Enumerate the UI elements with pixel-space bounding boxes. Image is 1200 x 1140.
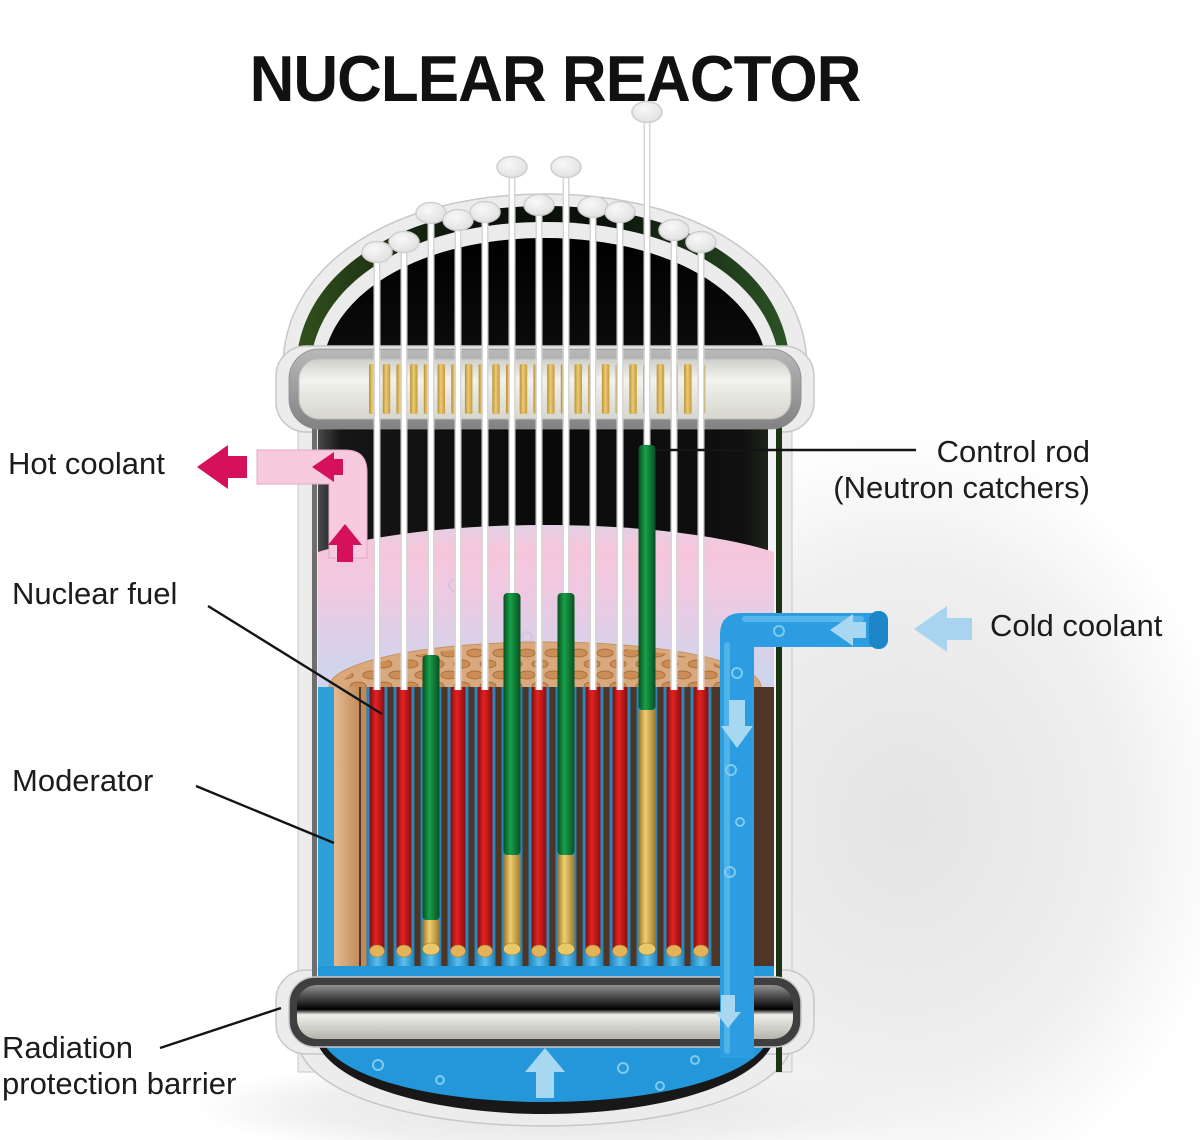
core-region [318, 687, 774, 986]
cold-coolant-pipe [715, 611, 888, 1058]
hot-coolant-pipe [256, 449, 368, 562]
label-moderator: Moderator [12, 763, 154, 798]
cold-pipe-arrow-icon [830, 614, 866, 646]
moderator-column [334, 687, 359, 966]
label-radiation-barrier: Radiation protection barrier [2, 1030, 236, 1102]
downcomer-arrow2-icon [715, 995, 741, 1028]
bottom-up-arrow-icon [525, 1048, 565, 1098]
radiation-barrier-top [288, 348, 802, 430]
leader-moderator [195, 784, 335, 845]
diagram-title: NUCLEAR REACTOR [249, 42, 862, 116]
label-hot-coolant: Hot coolant [8, 446, 165, 481]
leader-lines [159, 448, 916, 1050]
label-control-rod: Control rod (Neutron catchers) [820, 434, 1090, 506]
downcomer-arrow-icon [721, 700, 753, 748]
edge-coolant-channel [318, 687, 334, 966]
pipe-bubbles [724, 625, 785, 878]
hot-pipe-up-arrow-icon [328, 524, 362, 562]
label-nuclear-fuel: Nuclear fuel [12, 576, 178, 611]
hot-pipe-arrow-icon [312, 452, 343, 482]
leader-radiation-barrier [159, 1006, 282, 1050]
label-radiation-line1: Radiation [2, 1030, 133, 1065]
pipe-end-cap [869, 611, 888, 649]
inner-wall-left [312, 420, 317, 985]
bottom-water [316, 1040, 774, 1114]
cold-flow-arrow-icon [914, 606, 972, 652]
label-radiation-line2: protection barrier [2, 1066, 237, 1101]
fuel-rods [369, 687, 709, 958]
hot-flow-arrow-icon [197, 445, 247, 489]
water-bubbles [372, 1055, 700, 1091]
leader-nuclear-fuel [207, 604, 383, 716]
label-control-rod-line1: Control rod [936, 434, 1090, 469]
control-rods [422, 445, 656, 956]
radiation-barrier-bottom [288, 976, 802, 1048]
label-control-rod-line2: (Neutron catchers) [833, 470, 1090, 505]
control-rod-drive-shafts [361, 100, 717, 690]
shell-green-edge [776, 420, 782, 1072]
label-cold-coolant: Cold coolant [990, 608, 1163, 643]
